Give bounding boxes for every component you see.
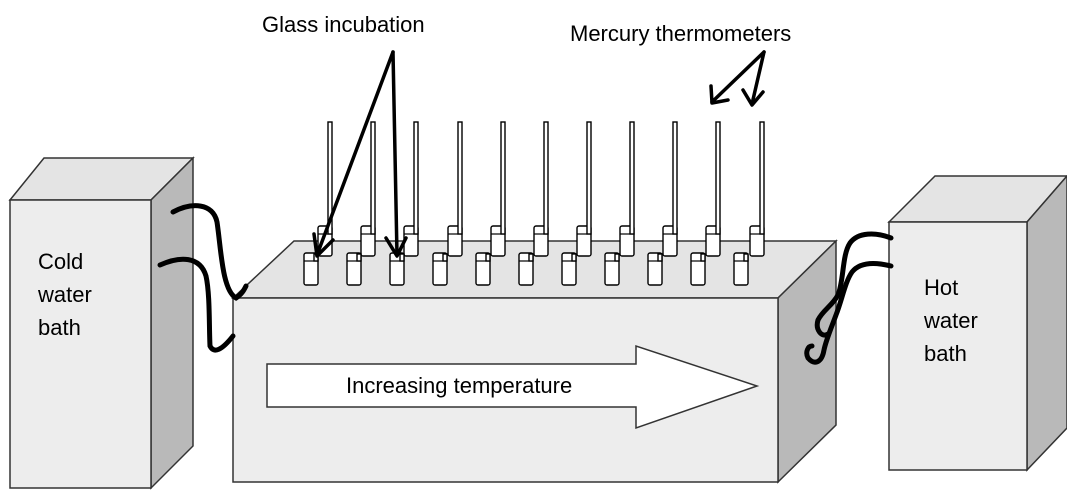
hot-hose-upper [814,231,894,338]
tube-front-7 [604,252,620,286]
callout-arrows [312,50,766,258]
tube-back-4 [490,121,506,257]
mercury-thermometer [543,121,549,235]
glass-pointer-head-1 [312,232,335,258]
tube-front-6 [561,252,577,286]
glass-incubation-label: Glass incubation [262,12,425,37]
cold-bath-label-line2: water [37,282,92,307]
mercury-thermometer [442,253,448,262]
mercury-thermometer [571,253,577,262]
hoses [157,203,894,365]
tube-front-1 [346,252,362,286]
mercury-thermometer [715,121,721,235]
mercury-thermometers-label: Mercury thermometers [570,21,791,46]
cold-bath-label-line1: Cold [38,249,83,274]
arrow-label: Increasing temperature [346,373,572,398]
tube-back-5 [533,121,549,257]
mercury-thermometer [586,121,592,235]
tube-front-2 [389,252,405,286]
tube-front-5 [518,252,534,286]
mercury-thermometer [672,121,678,235]
mercury-thermometer [614,253,620,262]
thermo-pointer-line-1 [710,50,766,104]
mercury-thermometer [485,253,491,262]
mercury-thermometer [528,253,534,262]
hot-bath-side [1026,174,1067,472]
mercury-thermometer [759,121,765,235]
thermo-pointer-line-2 [750,50,766,106]
tube-back-6 [576,121,592,257]
glass-pointer-line-1 [315,50,395,257]
cold-bath-front [9,199,152,489]
mercury-thermometer [743,253,749,262]
hot-water-bath: Hot water bath [887,174,1067,472]
cold-bath-label-line3: bath [38,315,81,340]
mercury-thermometer [657,253,663,262]
mercury-thermometer [500,121,506,235]
increasing-temperature-arrow: Increasing temperature [266,344,760,430]
glass-pointer-head-2 [384,236,408,258]
cold-water-bath: Cold water bath [8,156,195,490]
mercury-thermometer [629,121,635,235]
hot-bath-label-line3: bath [924,341,967,366]
tube-back-0 [317,121,333,257]
mercury-thermometer [700,253,706,262]
mercury-thermometer [413,121,419,235]
tube-row-front [303,252,749,286]
thermo-pointer-head-1 [709,84,730,105]
mercury-thermometer [399,253,405,262]
tube-back-3 [447,121,463,257]
tube-row-back [317,121,765,257]
cold-hose-lower [157,256,236,353]
mercury-thermometer [370,121,376,235]
tube-front-4 [475,252,491,286]
hot-bath-label-line1: Hot [924,275,958,300]
cold-bath-label: Cold water bath [37,249,98,340]
tube-back-2 [403,121,419,257]
hot-bath-front [888,221,1028,471]
mercury-thermometer [356,253,362,262]
tube-back-8 [662,121,678,257]
hot-bath-label-line2: water [923,308,978,333]
hot-bath-label: Hot water bath [923,275,984,366]
tube-back-1 [360,121,376,257]
glass-pointer-line-2 [391,50,399,257]
tube-front-3 [432,252,448,286]
arrow-shape [266,344,760,430]
tube-back-10 [749,121,765,257]
tube-front-8 [647,252,663,286]
mercury-thermometer [327,121,333,235]
tube-front-0 [303,252,319,286]
tube-back-7 [619,121,635,257]
tube-front-10 [733,252,749,286]
tube-front-9 [690,252,706,286]
tube-back-9 [705,121,721,257]
thermo-pointer-head-2 [741,88,765,107]
cold-hose-upper [170,203,249,301]
hot-hose-lower [804,261,894,365]
mercury-thermometer [457,121,463,235]
